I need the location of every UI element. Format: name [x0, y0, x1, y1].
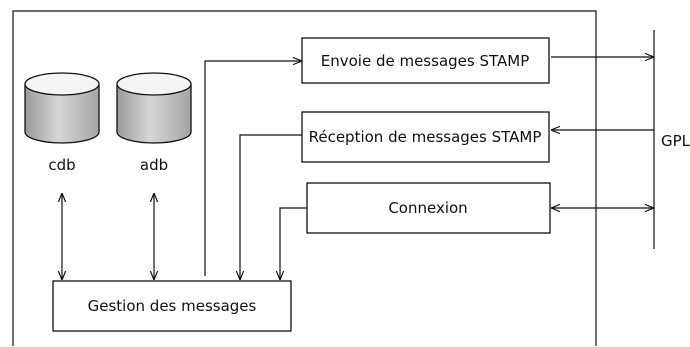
reception-label: Réception de messages STAMP: [309, 128, 542, 146]
cdb-label: cdb: [48, 156, 75, 174]
cdb-database-icon: [24, 72, 100, 144]
edge-reception-gestion: [240, 134, 302, 280]
gestion-box: [52, 280, 292, 332]
system-boundary: [12, 10, 597, 346]
adb-label: adb: [140, 156, 168, 174]
envoie-label: Envoie de messages STAMP: [321, 52, 529, 70]
edge-gestion-envoie: [204, 61, 302, 276]
gestion-label: Gestion des messages: [88, 297, 257, 315]
reception-box: [301, 111, 550, 163]
edge-connexion-gestion: [280, 207, 307, 280]
connexion-label: Connexion: [388, 199, 467, 217]
adb-database-icon: [116, 72, 192, 144]
gpl-label: GPL: [661, 132, 690, 150]
connexion-box: [306, 182, 551, 234]
envoie-box: [301, 37, 550, 84]
